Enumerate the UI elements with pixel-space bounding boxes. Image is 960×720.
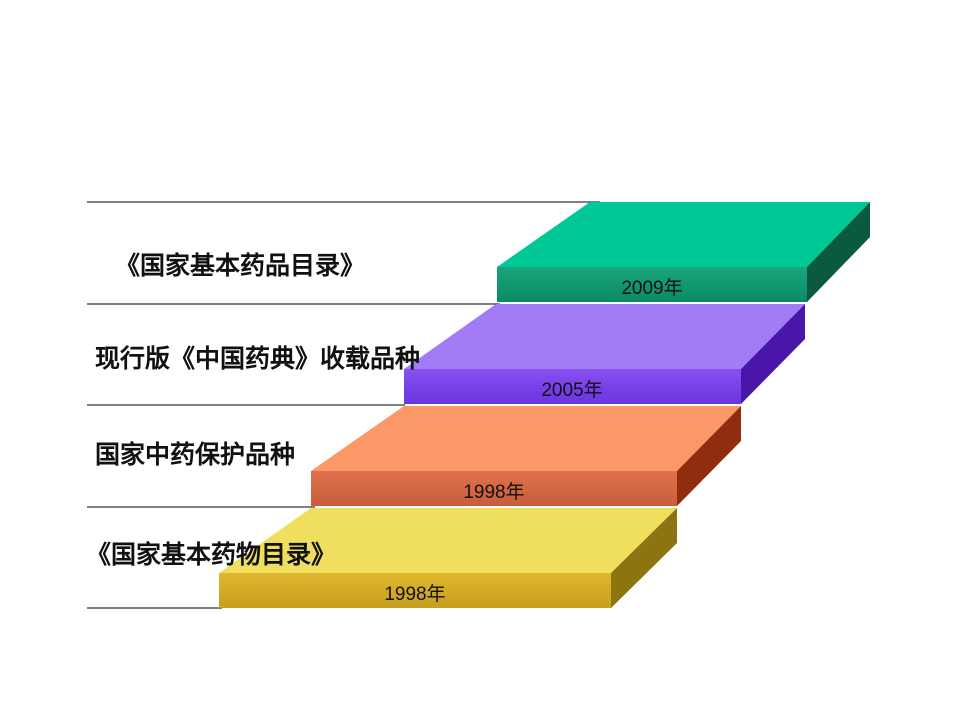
step-3-front-face: [404, 369, 741, 404]
step-4-year: 2009年: [621, 277, 682, 299]
step-1-side-face: [611, 508, 677, 608]
step-1-label: 《国家基本药物目录》: [86, 540, 336, 569]
step-4-front-face: [497, 267, 807, 302]
step-3-label: 现行版《中国药典》收载品种: [95, 344, 420, 373]
step-4-top-face: [497, 202, 870, 267]
step-2-year: 1998年: [463, 481, 524, 503]
step-1-top-face: [219, 508, 677, 573]
step-4-label: 《国家基本药品目录》: [115, 251, 365, 280]
step-1: 1998年 《国家基本药物目录》: [86, 508, 677, 608]
step-2: 1998年 国家中药保护品种: [95, 406, 741, 506]
step-3-side-face: [741, 304, 805, 404]
step-3-year: 2005年: [541, 379, 602, 401]
step-2-front-face: [311, 471, 677, 506]
step-3-top-face: [404, 304, 805, 369]
step-4: 2009年 《国家基本药品目录》: [115, 202, 870, 302]
step-2-side-face: [677, 406, 741, 506]
step-1-year: 1998年: [384, 583, 445, 605]
step-2-top-face: [311, 406, 741, 471]
step-2-label: 国家中药保护品种: [95, 440, 295, 469]
step-3: 2005年 现行版《中国药典》收载品种: [95, 304, 805, 404]
step-1-front-face: [219, 573, 611, 608]
step-4-side-face: [807, 202, 870, 302]
